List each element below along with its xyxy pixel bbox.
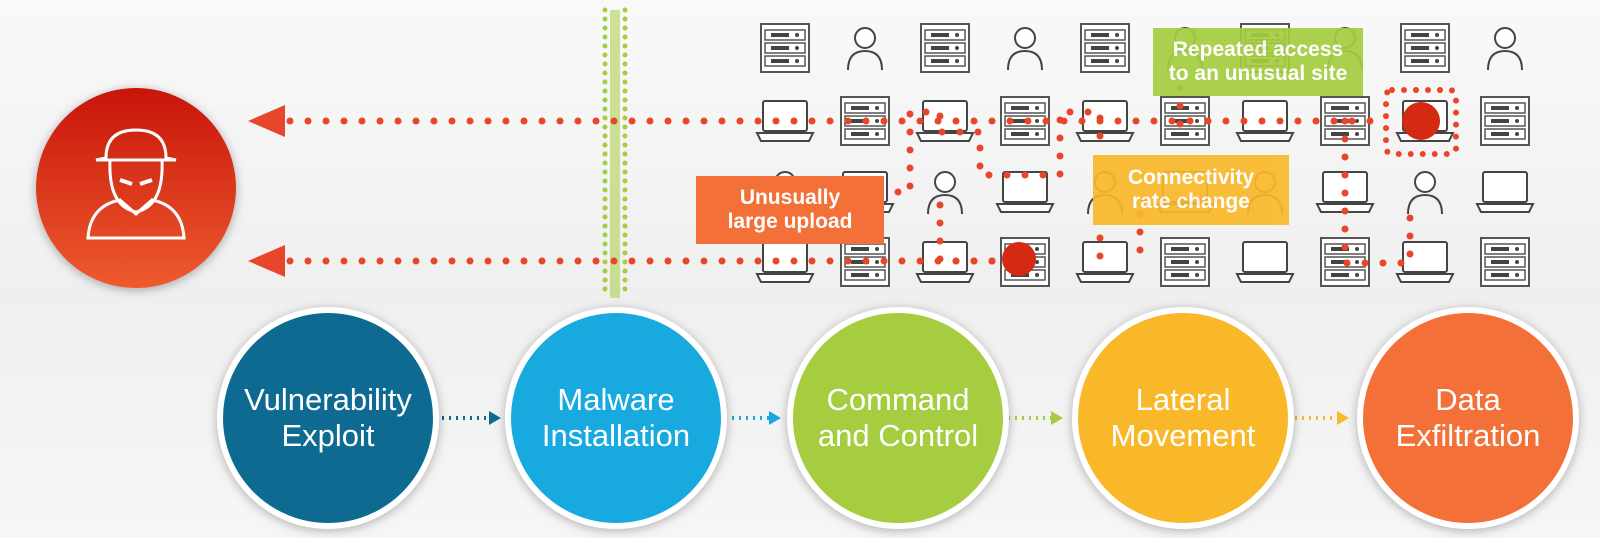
server-icon xyxy=(1160,237,1210,287)
laptop-icon xyxy=(756,241,814,283)
server-icon xyxy=(1080,23,1130,73)
stage-label: Command and Control xyxy=(817,382,979,453)
compromised-node-lower xyxy=(1002,242,1036,276)
user-icon xyxy=(1487,27,1523,71)
server-icon xyxy=(1480,237,1530,287)
stage-command-and-control: Command and Control xyxy=(787,307,1009,529)
callout-repeated-access: Repeated access to an unusual site xyxy=(1153,28,1363,96)
stage-vulnerability-exploit: Vulnerability Exploit xyxy=(217,307,439,529)
server-icon xyxy=(760,23,810,73)
exfiltration-paths xyxy=(286,66,1459,267)
stage-label: Lateral Movement xyxy=(1110,382,1256,453)
stage-malware-installation: Malware Installation xyxy=(505,307,727,529)
stage-label: Data Exfiltration xyxy=(1395,382,1541,453)
stage-data-exfiltration: Data Exfiltration xyxy=(1357,307,1579,529)
laptop-icon xyxy=(756,100,814,142)
user-icon xyxy=(1407,171,1443,215)
stage-lateral-movement: Lateral Movement xyxy=(1072,307,1294,529)
callout-connectivity-change: Connectivity rate change xyxy=(1093,155,1289,225)
server-icon xyxy=(1160,96,1210,146)
lateral-path-1 xyxy=(876,108,1104,196)
laptop-icon xyxy=(1076,241,1134,283)
user-icon xyxy=(1007,27,1043,71)
laptop-icon xyxy=(1396,241,1454,283)
attacker-node xyxy=(36,88,236,288)
laptop-icon xyxy=(916,241,974,283)
arrowhead-lower xyxy=(248,245,285,277)
compromised-node-upper xyxy=(1402,102,1440,140)
lateral-path-4 xyxy=(1136,196,1224,254)
server-icon xyxy=(920,23,970,73)
stage-label: Vulnerability Exploit xyxy=(244,382,412,453)
installation-marker xyxy=(602,7,628,301)
stage-connectors xyxy=(442,411,1349,425)
server-icon xyxy=(1480,96,1530,146)
compromised-node-box xyxy=(1383,87,1459,157)
laptop-icon xyxy=(1236,241,1294,283)
user-icon xyxy=(927,171,963,215)
lateral-path-2 xyxy=(936,191,1014,265)
callout-large-upload: Unusually large upload xyxy=(696,176,884,244)
lateral-path-5 xyxy=(1341,117,1414,267)
user-icon xyxy=(847,27,883,71)
hacker-icon xyxy=(86,128,186,240)
laptop-icon xyxy=(1476,171,1534,213)
laptop-icon xyxy=(916,100,974,142)
server-icon xyxy=(1400,23,1450,73)
stage-label: Malware Installation xyxy=(541,382,691,453)
arrowhead-upper xyxy=(248,105,285,137)
